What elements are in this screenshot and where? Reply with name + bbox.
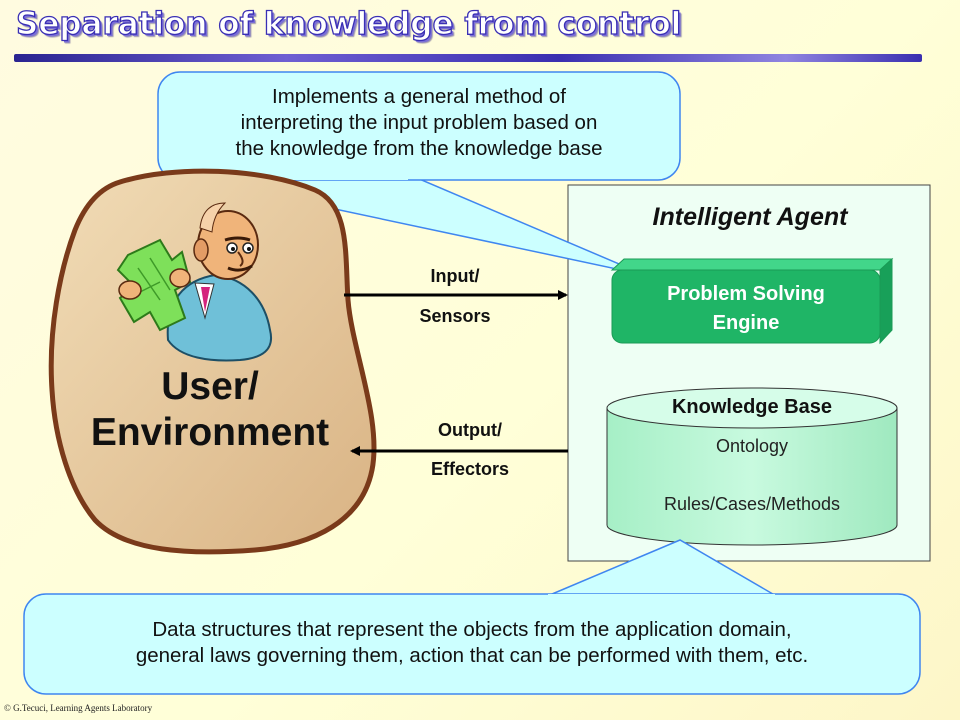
output-label: Output/ [438, 420, 502, 440]
footer-copyright: © G.Tecuci, Learning Agents Laboratory [4, 703, 153, 713]
title-underline [14, 54, 922, 62]
sensors-label: Sensors [419, 306, 491, 326]
input-label: Input/ [430, 266, 480, 286]
callout-top-text: Implements a general method of interpret… [158, 84, 680, 162]
slide-title: Separation of knowledge from control [15, 5, 682, 42]
callout-bottom-text: Data structures that represent the objec… [24, 617, 920, 669]
kb-item-ontology: Ontology [715, 436, 789, 456]
environment-line: Environment [90, 411, 330, 454]
effectors-label: Effectors [430, 459, 510, 479]
knowledge-base-cylinder [606, 387, 898, 546]
intelligent-agent-title: Intelligent Agent [652, 203, 848, 231]
engine-line: Problem Solving [667, 283, 825, 305]
knowledge-base-title: Knowledge Base [671, 396, 833, 418]
callout-top-line: interpreting the input problem based on [240, 111, 598, 134]
person-illustration [116, 202, 273, 362]
engine-line: Engine [712, 312, 780, 334]
problem-solving-engine-box [610, 257, 894, 345]
callout-top-bubble [157, 71, 681, 276]
kb-item-rules: Rules/Cases/Methods [663, 494, 841, 514]
callout-bottom-line: general laws governing them, action that… [135, 644, 809, 667]
callout-bottom-line: Data structures that represent the objec… [152, 618, 792, 641]
callout-bottom-bubble [23, 539, 921, 695]
environment-line: User/ [161, 365, 259, 408]
callout-top-line: the knowledge from the knowledge base [235, 137, 603, 160]
problem-solving-engine-label: Problem Solving Engine [612, 280, 880, 338]
user-environment-label: User/ Environment [60, 364, 360, 456]
callout-top-line: Implements a general method of [272, 85, 566, 108]
